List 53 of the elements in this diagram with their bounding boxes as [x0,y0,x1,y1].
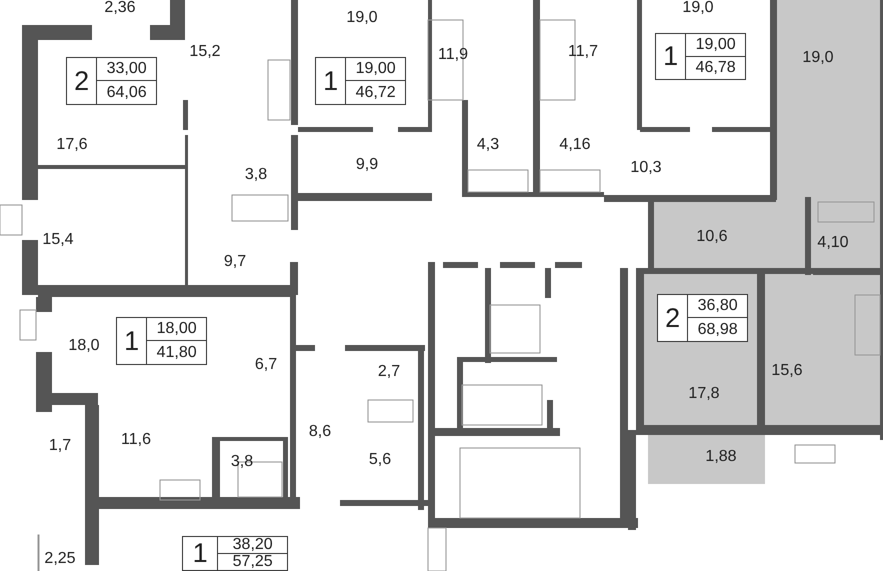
room-area: 19,0 [802,50,834,66]
room-area: 15,2 [189,44,221,60]
total-area: 64,06 [97,81,156,104]
total-area: 46,78 [686,56,745,79]
total-area: 41,80 [147,341,206,364]
room-area: 9,7 [224,254,246,270]
room-area: 17,6 [56,137,88,153]
room-area: 17,8 [688,386,720,402]
room-area: 3,8 [230,454,254,470]
total-area: 68,98 [688,318,747,341]
living-area: 19,00 [686,34,745,56]
room-area: 11,7 [568,44,598,60]
living-area: 38,20 [218,537,287,554]
apartment-info-box [116,317,207,365]
room-count: 1 [316,58,346,104]
room-area: 2,25 [44,551,76,567]
room-area: 15,6 [771,363,803,379]
living-area: 18,00 [147,318,206,341]
room-area: 3,8 [244,167,268,183]
room-count: 1 [117,318,148,364]
room-area: 18,0 [68,338,100,354]
room-area: 15,4 [42,232,74,248]
room-area: 2,7 [378,364,400,380]
apartment-info-box [66,57,157,105]
room-area: 9,9 [356,157,378,173]
apartment-info-box [182,536,288,571]
total-area: 46,72 [346,81,405,104]
room-area: 11,9 [438,47,468,63]
room-area: 11,6 [121,432,151,448]
room-area: 10,3 [630,160,662,176]
room-area: 2,36 [104,0,136,16]
apartment-info-box [655,33,746,80]
apartment-info-box [657,294,748,342]
room-area: 6,7 [254,357,278,373]
total-area: 57,25 [218,554,287,570]
room-count: 1 [656,34,686,79]
room-area: 1,7 [48,438,72,454]
room-area: 4,16 [559,137,591,153]
room-area: 8,6 [308,424,332,440]
room-count: 2 [67,58,98,104]
room-area: 10,6 [696,229,728,245]
living-area: 19,00 [346,58,405,81]
room-count: 2 [658,295,688,341]
living-area: 33,00 [97,58,156,81]
room-area: 4,3 [476,137,500,153]
room-count: 1 [183,537,218,570]
room-area: 19,0 [682,0,714,16]
living-area: 36,80 [688,295,747,318]
room-area: 19,0 [346,10,378,26]
room-area: 1,88 [705,449,737,465]
room-area: 4,10 [817,235,849,251]
apartment-info-box [315,57,406,105]
room-area: 5,6 [368,452,392,468]
